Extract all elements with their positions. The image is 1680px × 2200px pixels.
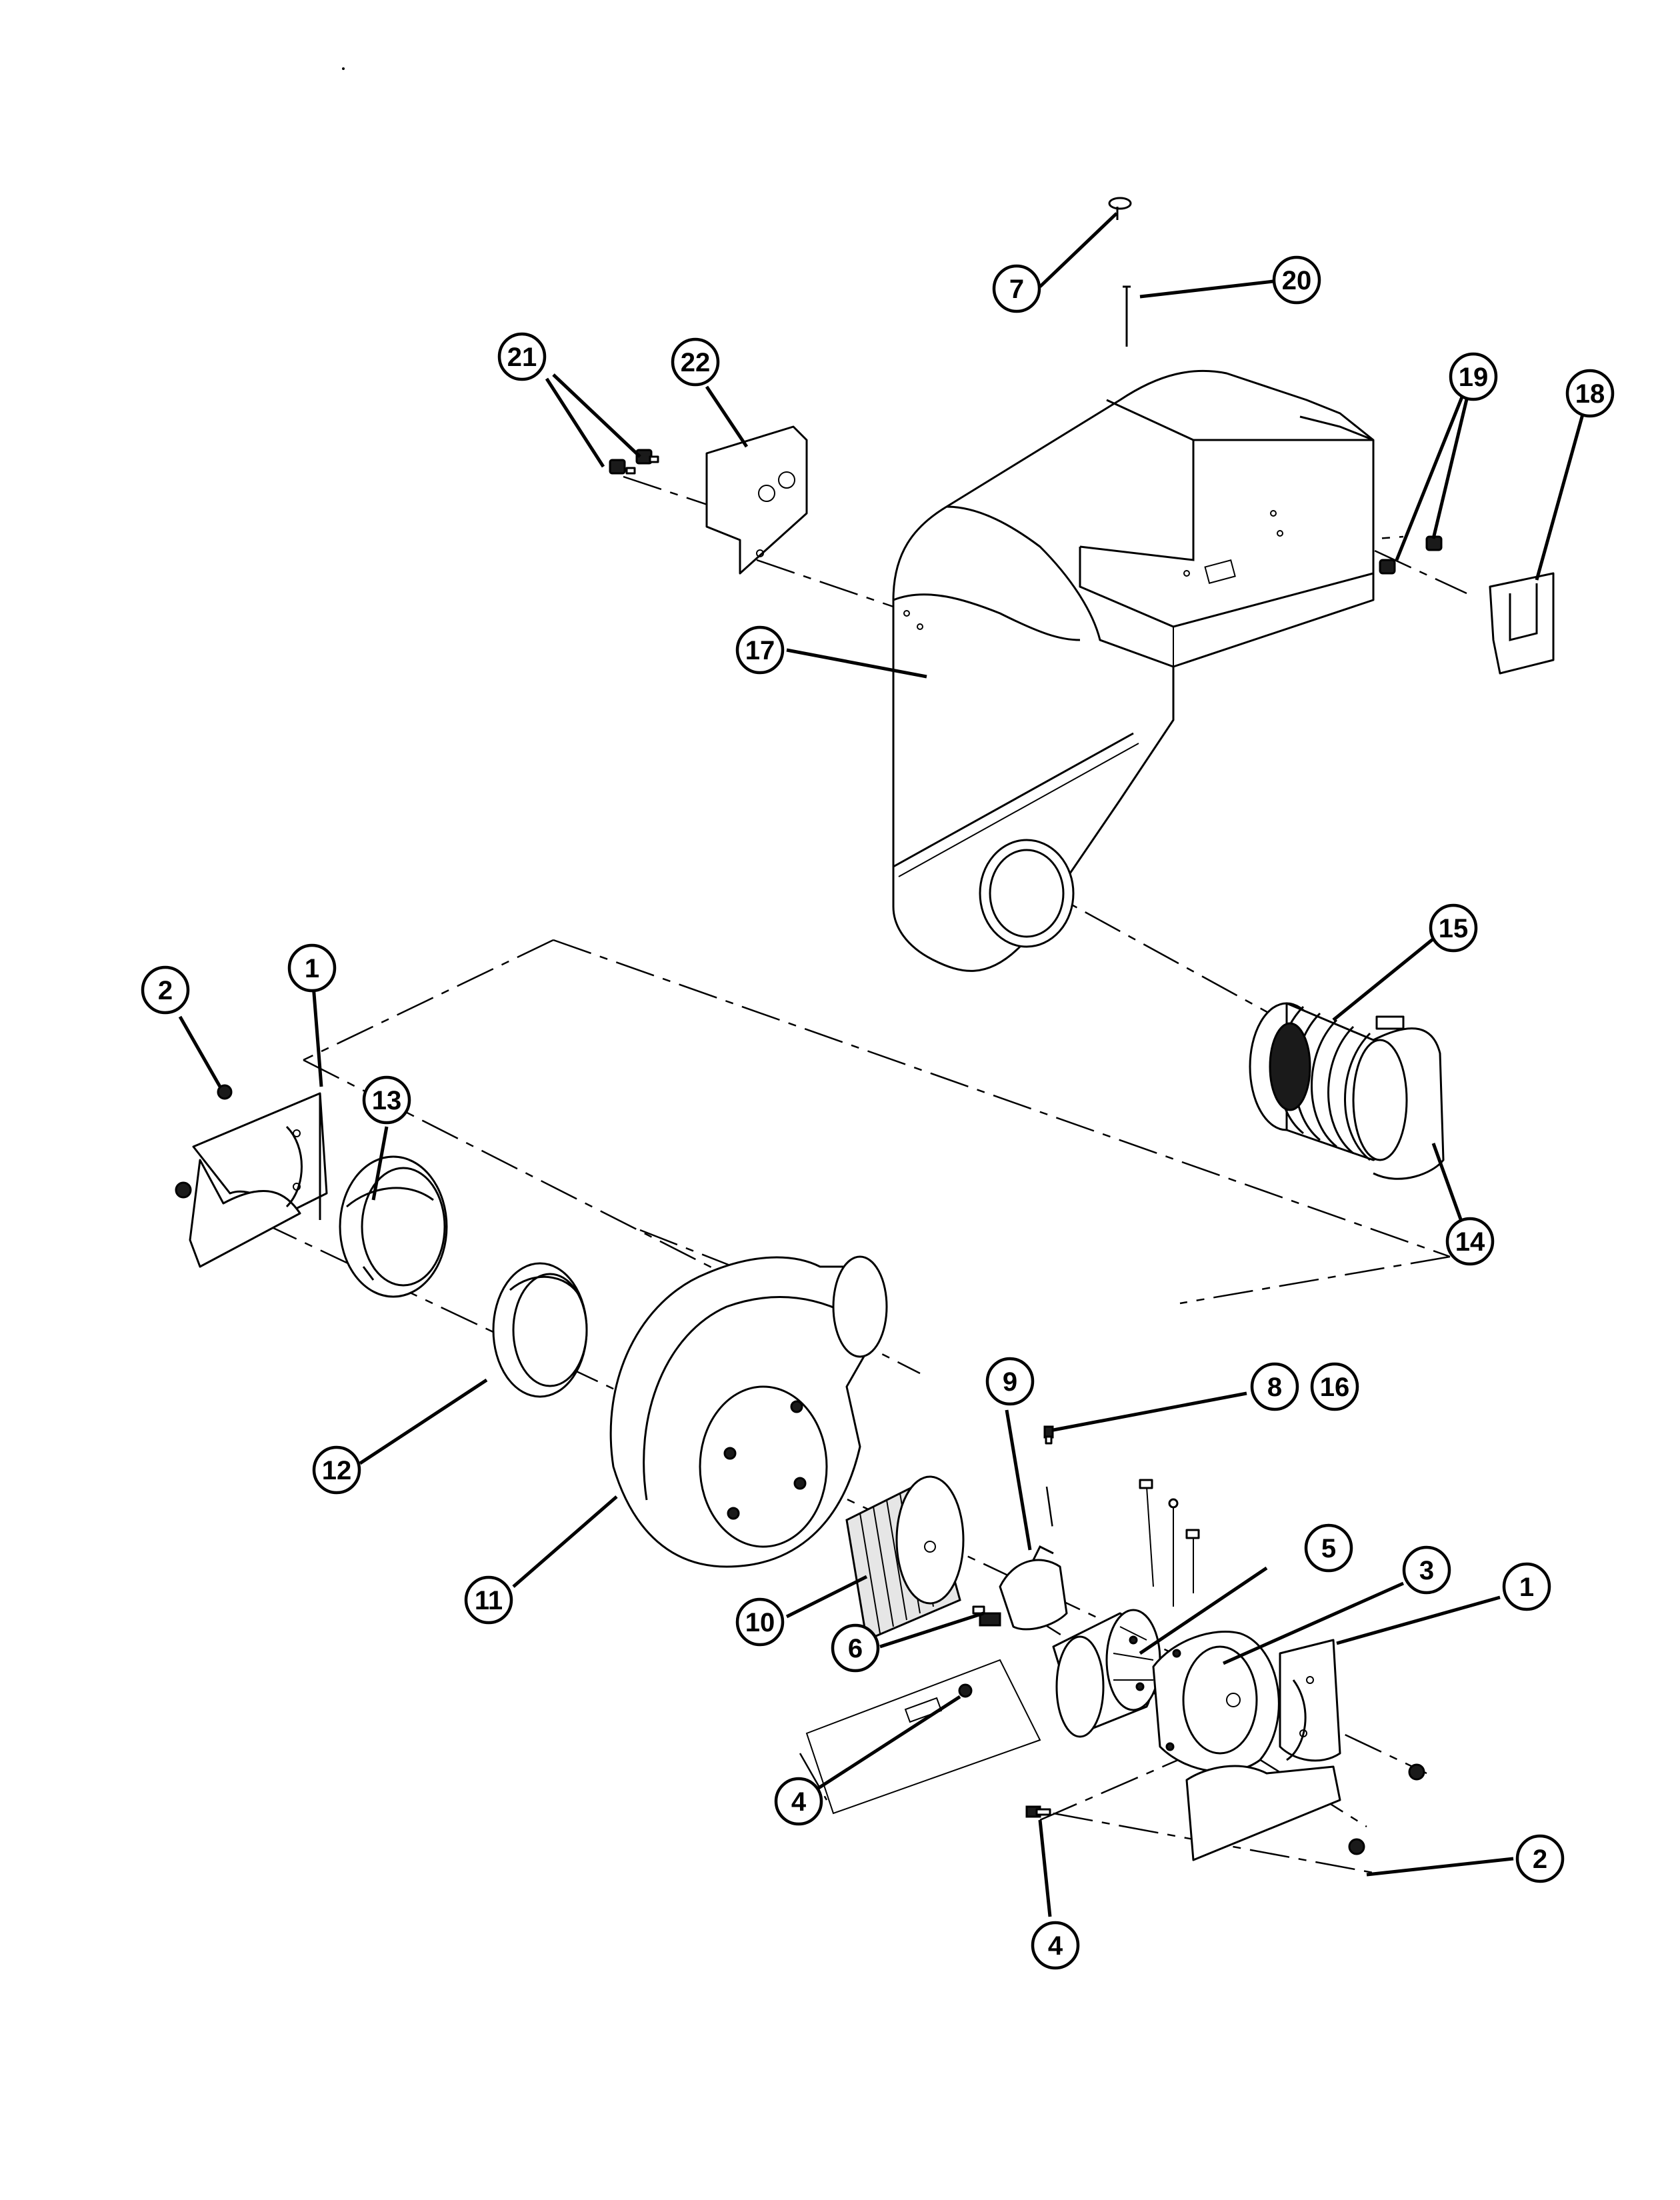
svg-text:8: 8: [1267, 1373, 1282, 1402]
svg-text:3: 3: [1419, 1556, 1434, 1585]
callout-19: 19: [1451, 354, 1496, 399]
screws-21: [610, 450, 658, 473]
svg-text:16: 16: [1320, 1373, 1350, 1402]
wire-leads: [1140, 1480, 1199, 1607]
svg-text:4: 4: [791, 1787, 807, 1817]
svg-text:10: 10: [745, 1608, 775, 1637]
callout-18: 18: [1567, 371, 1613, 416]
rod-20: [1123, 287, 1131, 347]
duct-housing: [893, 371, 1373, 971]
svg-text:11: 11: [475, 1586, 503, 1615]
svg-text:20: 20: [1282, 266, 1312, 295]
svg-text:15: 15: [1439, 914, 1469, 943]
svg-text:6: 6: [848, 1634, 863, 1663]
base-plate: [807, 1660, 1040, 1813]
callout-20: 20: [1274, 257, 1319, 303]
callout-2-left: 2: [143, 967, 188, 1013]
svg-text:18: 18: [1575, 379, 1605, 409]
callout-1-right: 1: [1504, 1564, 1549, 1609]
rear-bracket: [1490, 573, 1553, 673]
svg-text:17: 17: [745, 636, 775, 665]
ring-13: [340, 1157, 447, 1297]
svg-text:22: 22: [681, 348, 711, 377]
callout-7: 7: [994, 266, 1039, 311]
svg-text:2: 2: [158, 976, 173, 1005]
svg-text:14: 14: [1455, 1227, 1485, 1257]
callout-10: 10: [737, 1599, 783, 1645]
callout-4-a: 4: [776, 1779, 821, 1824]
blower-housing: [611, 1257, 887, 1567]
callout-21: 21: [499, 334, 545, 379]
bracket-plate: [707, 427, 807, 573]
callout-5: 5: [1306, 1525, 1351, 1571]
callout-4-b: 4: [1033, 1923, 1078, 1968]
svg-text:21: 21: [507, 343, 537, 372]
callout-22: 22: [673, 339, 718, 385]
svg-text:1: 1: [1519, 1573, 1534, 1602]
callout-13: 13: [364, 1077, 409, 1123]
callout-16: 16: [1312, 1364, 1357, 1409]
motor-5: [1053, 1610, 1160, 1737]
svg-text:9: 9: [1003, 1367, 1017, 1397]
callout-11: 11: [466, 1577, 511, 1623]
blower-wheel: [847, 1477, 963, 1640]
svg-text:7: 7: [1009, 275, 1024, 304]
svg-text:5: 5: [1321, 1534, 1336, 1563]
callout-14: 14: [1447, 1219, 1493, 1264]
callout-3: 3: [1404, 1547, 1449, 1593]
svg-text:12: 12: [322, 1456, 352, 1485]
svg-text:1: 1: [305, 954, 319, 983]
callout-17: 17: [737, 627, 783, 673]
callout-12: 12: [314, 1447, 359, 1493]
end-cover-3: [1153, 1631, 1279, 1771]
left-mount-bracket: [190, 1093, 327, 1267]
callout-6: 6: [833, 1625, 878, 1671]
svg-text:13: 13: [372, 1086, 402, 1115]
callout-8: 8: [1252, 1364, 1297, 1409]
svg-text:4: 4: [1048, 1931, 1063, 1961]
motor-adapter: [973, 1547, 1067, 1629]
page-speck: [342, 67, 345, 70]
callout-15: 15: [1431, 905, 1476, 951]
ring-12: [493, 1263, 587, 1397]
callout-2-right: 2: [1517, 1836, 1563, 1881]
svg-text:2: 2: [1533, 1845, 1547, 1874]
callout-1-left: 1: [289, 945, 335, 991]
callout-9: 9: [987, 1359, 1033, 1404]
svg-text:19: 19: [1459, 363, 1489, 392]
